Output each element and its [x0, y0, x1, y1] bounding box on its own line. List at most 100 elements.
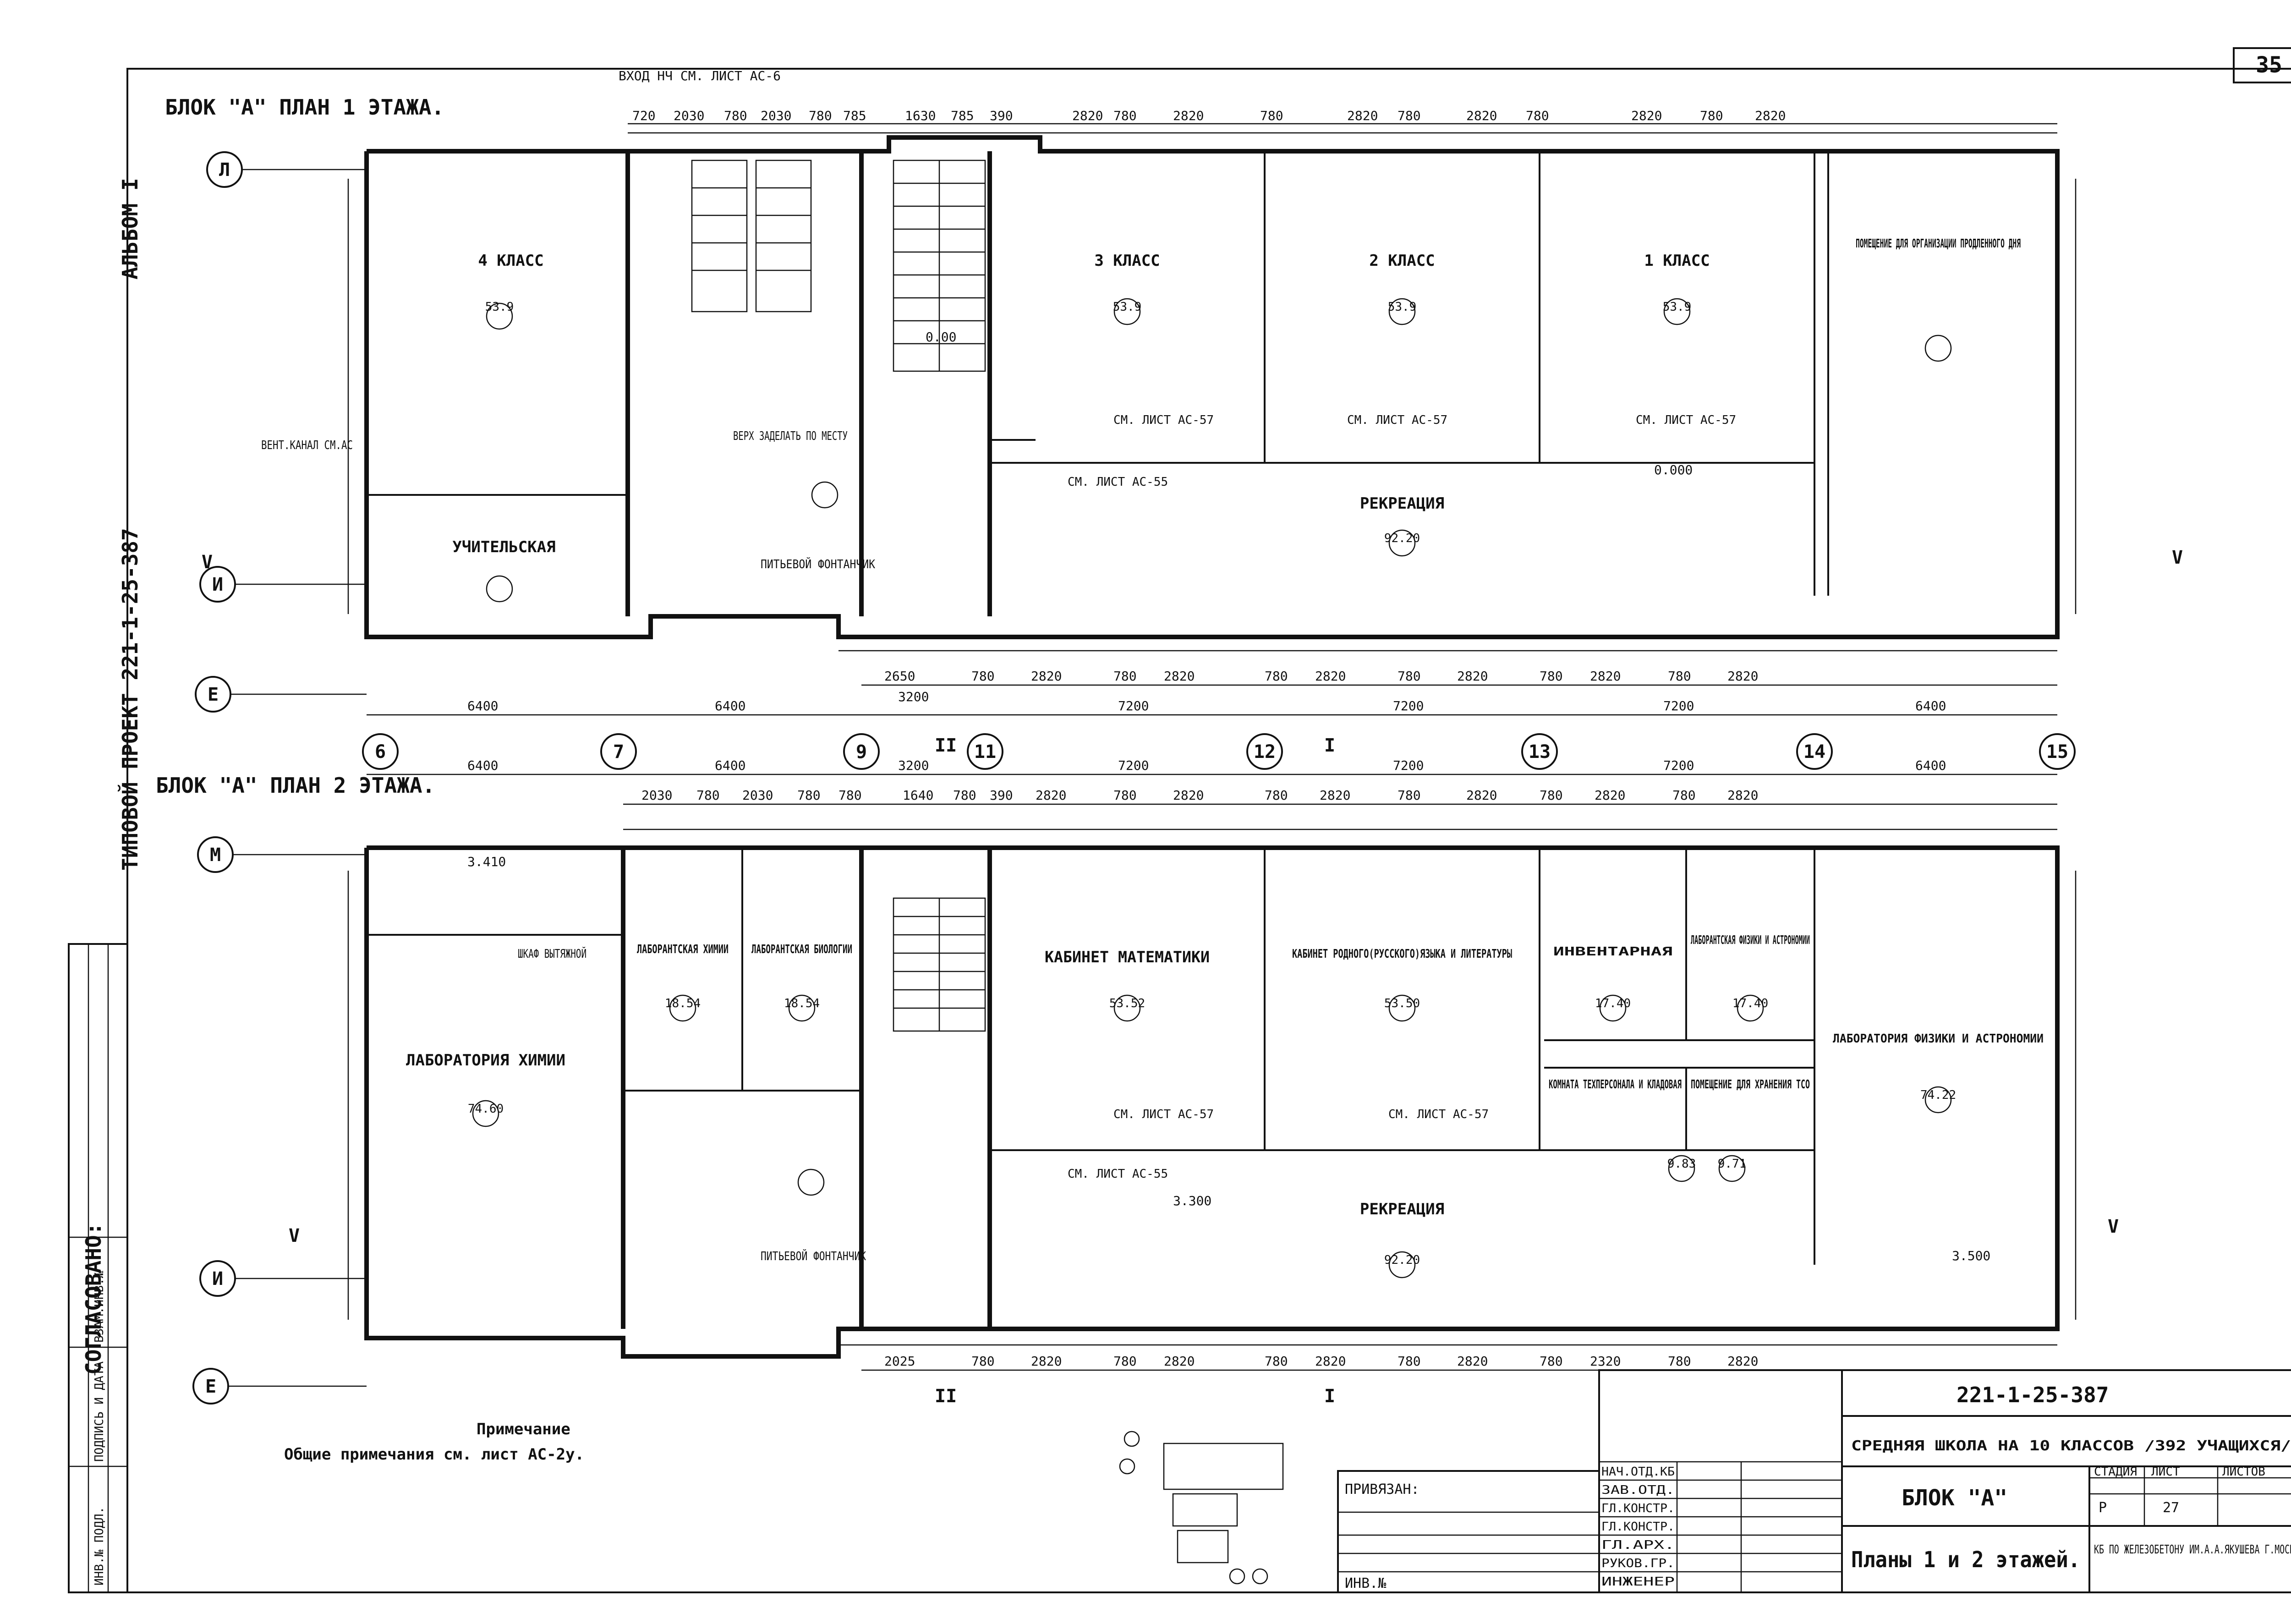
svg-text:2820: 2820: [1164, 669, 1195, 684]
svg-text:785: 785: [843, 108, 866, 123]
svg-text:780: 780: [1672, 788, 1696, 803]
strip-inv: ИНВ.№ ПОДЛ.: [93, 1507, 106, 1586]
svg-text:18.54: 18.54: [784, 997, 820, 1010]
axis-15: 15: [2046, 741, 2068, 763]
svg-text:780: 780: [971, 1354, 995, 1369]
svg-text:390: 390: [990, 108, 1013, 123]
svg-text:2820: 2820: [1347, 108, 1378, 123]
tag-class1: 53.9: [1663, 300, 1692, 314]
axis-13: 13: [1529, 741, 1551, 763]
level-3300: 3.300: [1173, 1193, 1211, 1208]
fountain-2: ПИТЬЕВОЙ ФОНТАНЧИК: [761, 1249, 866, 1263]
svg-text:780: 780: [1668, 669, 1691, 684]
svg-text:780: 780: [1398, 108, 1421, 123]
room-extended-day: ПОМЕЩЕНИЕ ДЛЯ ОРГАНИЗАЦИИ ПРОДЛЕННОГО ДН…: [1856, 237, 2021, 251]
svg-text:2820: 2820: [1466, 108, 1497, 123]
svg-text:780: 780: [1113, 108, 1137, 123]
svg-text:780: 780: [1113, 1354, 1137, 1369]
room-phys-lab: ЛАБОРАТОРИЯ ФИЗИКИ И АСТРОНОМИИ: [1833, 1032, 2044, 1046]
room-recreation-2: РЕКРЕАЦИЯ: [1360, 1200, 1444, 1218]
svg-text:390: 390: [990, 788, 1013, 803]
project-title: СРЕДНЯЯ ШКОЛА НА 10 КЛАССОВ /392 УЧАЩИХС…: [1851, 1438, 2291, 1454]
axis-11: 11: [974, 741, 996, 763]
level-3410: 3.410: [467, 854, 506, 869]
svg-text:780: 780: [1668, 1354, 1691, 1369]
level-0000: 0.000: [1654, 462, 1693, 477]
title-block: ПРИВЯЗАН: ИНВ.№ 221-1-25-387 СРЕДНЯЯ ШКО…: [1337, 1369, 2291, 1593]
svg-text:18.54: 18.54: [665, 997, 701, 1010]
sheet-head: ЛИСТ: [2151, 1465, 2180, 1479]
svg-text:НАЧ.ОТД.КБ: НАЧ.ОТД.КБ: [1601, 1465, 1675, 1479]
svg-text:17.40: 17.40: [1732, 997, 1768, 1010]
room-inventory: ИНВЕНТАРНАЯ: [1553, 945, 1672, 959]
note-heading: Примечание: [477, 1420, 570, 1438]
tag-class2: 53.9: [1388, 300, 1417, 314]
room-teachers: УЧИТЕЛЬСКАЯ: [452, 538, 555, 556]
svg-text:2820: 2820: [1727, 1354, 1758, 1369]
svg-text:2820: 2820: [1590, 669, 1621, 684]
svg-text:2030: 2030: [742, 788, 773, 803]
stage-head: СТАДИЯ: [2094, 1465, 2137, 1479]
svg-text:780: 780: [1398, 1354, 1421, 1369]
svg-text:3200: 3200: [898, 758, 929, 773]
svg-text:6400: 6400: [1915, 698, 1946, 713]
room-russian: КАБИНЕТ РОДНОГО(РУССКОГО)ЯЗЫКА И ЛИТЕРАТ…: [1292, 947, 1512, 961]
plan1-top-note: ВХОД НЧ СМ. ЛИСТ АС-6: [619, 68, 781, 83]
svg-text:2820: 2820: [1315, 669, 1346, 684]
fume-hood: ШКАФ ВЫТЯЖНОЙ: [518, 946, 586, 961]
svg-text:1630: 1630: [905, 108, 936, 123]
svg-text:ГЛ.АРХ.: ГЛ.АРХ.: [1601, 1538, 1675, 1552]
svg-text:3200: 3200: [898, 689, 929, 704]
plan1-title: БЛОК "А" ПЛАН 1 ЭТАЖА.: [165, 95, 444, 120]
svg-text:9.71: 9.71: [1718, 1157, 1747, 1171]
plan1-dims-bottom: 2650 780 2820 780 2820 780 2820 780 2820…: [367, 669, 2057, 716]
svg-text:780: 780: [839, 788, 862, 803]
plan2-title: БЛОК "А" ПЛАН 2 ЭТАЖА.: [156, 773, 435, 798]
svg-text:7200: 7200: [1118, 758, 1149, 773]
row-axes-plan1: Л И Е: [195, 151, 367, 713]
room-tso: ПОМЕЩЕНИЕ ДЛЯ ХРАНЕНИЯ ТСО: [1691, 1078, 1810, 1092]
svg-text:2820: 2820: [1457, 669, 1488, 684]
room-class4: 4 КЛАСС: [478, 252, 543, 270]
plan2-dims: 6400 6400 3200 7200 7200 7200 6400 2030 …: [367, 758, 2057, 1371]
svg-text:53.52: 53.52: [1109, 997, 1145, 1010]
svg-text:I: I: [1324, 1386, 1335, 1407]
svg-text:V: V: [289, 1225, 300, 1246]
key-plan: [1119, 1431, 1284, 1585]
svg-text:780: 780: [953, 788, 976, 803]
svg-text:7200: 7200: [1663, 758, 1694, 773]
svg-text:2820: 2820: [1173, 108, 1204, 123]
svg-text:2820: 2820: [1466, 788, 1497, 803]
svg-text:6400: 6400: [467, 698, 498, 713]
svg-text:6400: 6400: [715, 758, 745, 773]
svg-text:74.22: 74.22: [1920, 1088, 1956, 1102]
see-ac57-d: СМ. ЛИСТ АС-57: [1113, 1108, 1214, 1121]
strip-replace: ВЗАМ.ИНВ.№: [93, 1271, 106, 1343]
sheet-number: 35: [2256, 52, 2282, 78]
binding-label: ПРИВЯЗАН:: [1345, 1481, 1420, 1498]
svg-text:ГЛ.КОНСТР.: ГЛ.КОНСТР.: [1601, 1520, 1675, 1534]
row-axes-plan2: М И Е: [192, 836, 367, 1405]
section-marks: V V V V I I II II: [202, 547, 2183, 1407]
axis-9: 9: [856, 741, 867, 763]
svg-text:6400: 6400: [715, 698, 745, 713]
see-ac57-e: СМ. ЛИСТ АС-57: [1388, 1108, 1489, 1121]
svg-text:V: V: [202, 552, 213, 573]
svg-text:74.60: 74.60: [468, 1102, 504, 1116]
svg-text:I: I: [1324, 735, 1335, 756]
axis-7: 7: [613, 741, 624, 763]
svg-text:2820: 2820: [1457, 1354, 1488, 1369]
svg-text:2030: 2030: [761, 108, 791, 123]
room-chem-lab: ЛАБОРАТОРИЯ ХИМИИ: [406, 1051, 565, 1070]
sheet-title: Планы 1 и 2 этажей.: [1851, 1547, 2080, 1573]
axis-14: 14: [1803, 741, 1825, 763]
svg-text:2820: 2820: [1031, 669, 1062, 684]
svg-text:92.20: 92.20: [1384, 1253, 1420, 1267]
svg-text:7200: 7200: [1118, 698, 1149, 713]
svg-text:2820: 2820: [1036, 788, 1066, 803]
svg-text:780: 780: [1113, 788, 1137, 803]
svg-text:V: V: [2108, 1216, 2119, 1237]
plan-floor-1: БЛОК "А" ПЛАН 1 ЭТАЖА. ВХОД НЧ СМ. ЛИСТ …: [165, 68, 2077, 652]
ventshaft: ВЕНТ.КАНАЛ СМ.АС: [261, 439, 353, 452]
svg-text:780: 780: [1113, 669, 1137, 684]
